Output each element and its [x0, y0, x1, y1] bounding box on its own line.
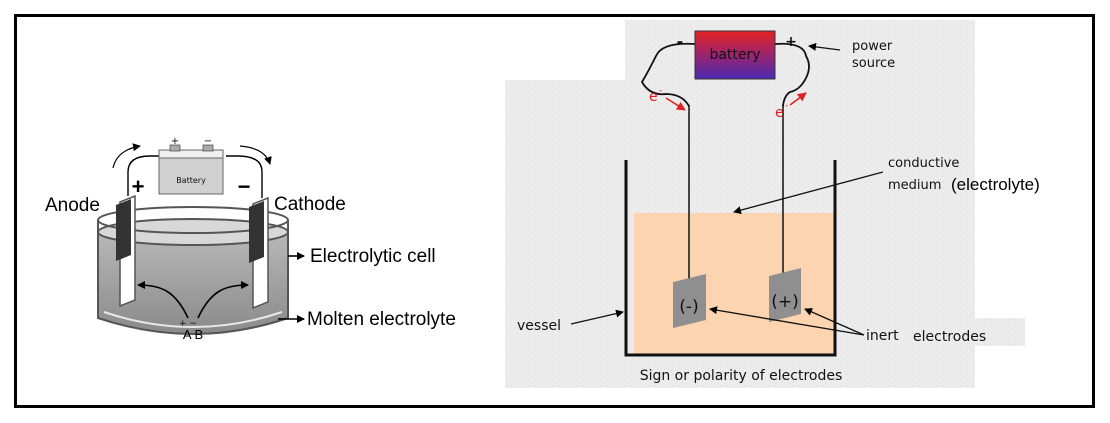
inert-pointer-pos — [804, 308, 865, 336]
vessel — [624, 160, 837, 357]
electron-charge-left: - — [659, 86, 662, 96]
neg-electrode-label: (-) — [679, 297, 698, 317]
right-battery-minus: - — [677, 32, 684, 51]
vessel-label: vessel — [517, 318, 561, 334]
pos-electrode — [769, 268, 801, 322]
molten-electrolyte-label: Molten electrolyte — [307, 309, 456, 330]
ion-charges: + − — [179, 319, 197, 329]
figure-caption: Sign or polarity of electrodes — [640, 368, 843, 384]
electrodes-label: electrodes — [913, 329, 986, 345]
left-circuit-wire — [640, 42, 696, 107]
vessel-pointer — [570, 309, 624, 325]
anode-plus-sign: + — [132, 174, 145, 199]
power-source-line2: source — [852, 56, 895, 71]
conductive-line2: medium — [888, 178, 941, 193]
anode-label: Anode — [45, 195, 100, 216]
pos-electrode-label: (+) — [771, 292, 799, 312]
right-battery-plus: + — [785, 34, 797, 50]
neg-electrode — [673, 274, 706, 328]
electron-label-right: e — [775, 105, 784, 121]
ion-migration-arrows — [137, 281, 249, 319]
inert-pointer-neg — [709, 306, 865, 336]
conductive-pointer — [733, 171, 884, 215]
electrolytic-cell-label: Electrolytic cell — [310, 246, 436, 267]
power-source-pointer — [808, 42, 841, 51]
left-battery-label: Battery — [176, 176, 206, 185]
electrolyte-fill — [634, 213, 834, 355]
left-battery: Battery — [158, 144, 224, 195]
inert-label: inert — [866, 328, 899, 344]
cathode-electrode — [249, 196, 269, 310]
left-battery-plus: + — [171, 136, 179, 147]
electron-flow-right: e - — [775, 92, 807, 121]
left-battery-minus: − — [204, 136, 212, 147]
electron-charge-right: - — [785, 101, 788, 111]
conductive-line1: conductive — [888, 156, 959, 171]
electron-flow-left: e - — [649, 86, 686, 111]
right-battery-label: battery — [709, 47, 760, 63]
right-diagram: (-) (+) battery - + e - e - power source… — [505, 20, 1040, 388]
electrolyte-label: (electrolyte) — [951, 175, 1040, 194]
power-source-line1: power — [852, 39, 893, 54]
cathode-label: Cathode — [274, 194, 346, 215]
ion-labels: A B — [183, 327, 203, 342]
anode-electrode — [116, 194, 136, 308]
left-wires — [112, 143, 272, 198]
right-battery: battery — [694, 30, 776, 80]
electron-label-left: e — [649, 89, 658, 105]
cathode-minus-sign: − — [238, 174, 251, 199]
left-diagram: + − A B Battery + − + − Anode Cathode El… — [45, 136, 456, 342]
right-circuit-wire — [774, 42, 810, 107]
